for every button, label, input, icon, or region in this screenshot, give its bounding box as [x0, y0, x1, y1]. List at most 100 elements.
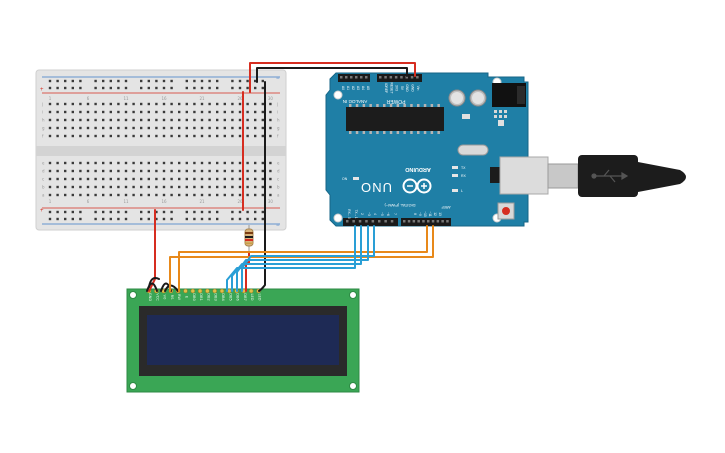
breadboard-hole — [208, 118, 211, 122]
breadboard-hole — [231, 102, 234, 106]
power-label: POWER — [386, 98, 405, 104]
breadboard-hole — [86, 193, 90, 197]
rail-hole — [64, 210, 67, 214]
breadboard-hole — [102, 110, 105, 114]
breadboard-hole — [64, 169, 67, 173]
rail-hole — [261, 79, 264, 83]
lcd-screen — [147, 315, 339, 365]
power-pin-label: GND — [405, 84, 409, 92]
breadboard-hole — [147, 102, 150, 106]
digital-pin-label: ~11 — [428, 211, 432, 216]
digital-pin — [427, 220, 430, 223]
breadboard-hole — [261, 161, 264, 165]
reset-button-cap[interactable] — [502, 207, 510, 215]
breadboard-hole — [246, 193, 249, 197]
lcd-pin-label: DB2 — [206, 293, 210, 301]
led-l — [452, 189, 458, 192]
rail-minus-label-bottom: − — [276, 223, 280, 229]
breadboard-hole — [102, 185, 105, 189]
breadboard-hole — [71, 169, 74, 173]
rail-hole — [117, 210, 120, 214]
breadboard-hole — [124, 102, 128, 106]
breadboard-hole — [155, 161, 158, 165]
breadboard-hole — [254, 102, 257, 106]
chip-pin — [376, 104, 379, 107]
icsp-pin — [499, 115, 502, 118]
digital-pin — [371, 220, 375, 223]
rail-hole — [155, 217, 158, 221]
breadboard-hole — [94, 102, 97, 106]
breadboard-hole — [132, 134, 135, 138]
rail-hole — [200, 86, 204, 90]
breadboard-hole — [147, 185, 150, 189]
resistor-band — [245, 242, 253, 244]
rail-hole — [185, 210, 188, 214]
breadboard-hole — [132, 118, 135, 122]
digital-pin — [365, 220, 368, 223]
breadboard-hole — [208, 102, 211, 106]
breadboard-hole — [185, 102, 188, 106]
breadboard-hole — [155, 169, 158, 173]
breadboard-hole — [185, 161, 188, 165]
breadboard-hole — [223, 126, 226, 130]
rail-hole — [162, 86, 166, 90]
breadboard-top-rail — [42, 76, 280, 94]
rail-hole — [48, 217, 52, 221]
rail-hole — [140, 217, 143, 221]
chip-pin — [362, 131, 366, 134]
breadboard-hole — [109, 102, 112, 106]
rail-hole — [102, 217, 105, 221]
breadboard-hole — [231, 110, 234, 114]
breadboard-hole — [208, 126, 211, 130]
breadboard-hole — [64, 193, 67, 197]
rail-hole — [254, 210, 257, 214]
rail-hole — [246, 217, 249, 221]
led-tx-label: TX — [461, 166, 466, 170]
chip-pin — [417, 131, 420, 134]
rail-hole — [64, 217, 67, 221]
breadboard-hole — [216, 177, 219, 181]
rail-hole — [231, 210, 234, 214]
breadboard-hole — [109, 185, 112, 189]
chip-pin — [437, 104, 440, 107]
breadboard-hole — [132, 126, 135, 130]
breadboard-hole — [208, 134, 211, 138]
breadboard-hole — [254, 193, 257, 197]
breadboard-hole — [79, 110, 82, 114]
rail-hole — [71, 217, 74, 221]
breadboard-hole — [162, 177, 166, 181]
lcd-pin-label: LED — [258, 293, 262, 300]
breadboard-hole — [48, 193, 52, 197]
rail-hole — [56, 86, 59, 90]
breadboard-hole — [48, 161, 52, 165]
digital-pin-label: 8 — [413, 213, 417, 215]
digital-pin-label: 13 — [438, 212, 442, 216]
rail-hole — [48, 86, 52, 90]
column-number: 6 — [87, 96, 90, 101]
mount-hole — [333, 213, 343, 223]
breadboard-hole — [124, 185, 128, 189]
breadboard-hole — [231, 169, 234, 173]
breadboard-hole — [132, 102, 135, 106]
breadboard-hole — [109, 118, 112, 122]
usb-cable[interactable] — [499, 155, 686, 197]
breadboard-hole — [231, 118, 234, 122]
breadboard-hole — [185, 110, 188, 114]
chip-pin — [383, 104, 386, 107]
rail-hole — [193, 86, 196, 90]
breadboard-hole — [269, 102, 272, 106]
resistor[interactable] — [244, 225, 254, 253]
rail-hole — [117, 217, 120, 221]
breadboard-hole — [261, 169, 264, 173]
rail-hole — [102, 210, 105, 214]
breadboard-hole — [140, 177, 143, 181]
digital-pin-label: 12 — [433, 212, 437, 216]
uno-label: UNO — [360, 180, 392, 195]
rail-hole — [261, 210, 264, 214]
rail-hole — [79, 86, 82, 90]
breadboard-hole — [132, 177, 135, 181]
breadboard-hole — [56, 185, 59, 189]
